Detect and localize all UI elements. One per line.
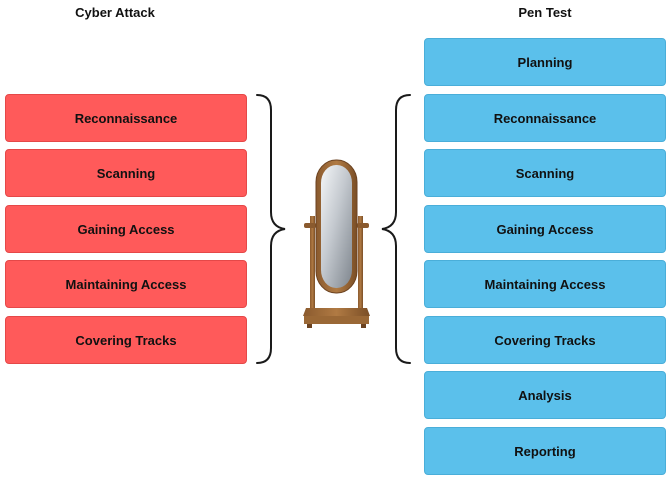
attack-step-covering-tracks: Covering Tracks <box>5 316 247 364</box>
pentest-step-maintaining-access: Maintaining Access <box>424 260 666 308</box>
pentest-step-covering-tracks: Covering Tracks <box>424 316 666 364</box>
attack-brace <box>256 94 286 364</box>
pen-test-title: Pen Test <box>518 5 572 20</box>
attack-step-reconnaissance: Reconnaissance <box>5 94 247 142</box>
attack-step-maintaining-access: Maintaining Access <box>5 260 247 308</box>
pentest-step-gaining-access: Gaining Access <box>424 205 666 253</box>
pentest-step-scanning: Scanning <box>424 149 666 197</box>
pentest-step-reconnaissance: Reconnaissance <box>424 94 666 142</box>
pentest-brace <box>381 94 411 364</box>
attack-step-scanning: Scanning <box>5 149 247 197</box>
pentest-step-planning: Planning <box>424 38 666 86</box>
attack-step-gaining-access: Gaining Access <box>5 205 247 253</box>
cyber-attack-title: Cyber Attack <box>75 5 155 20</box>
pentest-step-reporting: Reporting <box>424 427 666 475</box>
pentest-step-analysis: Analysis <box>424 371 666 419</box>
mirror-icon <box>303 159 370 328</box>
